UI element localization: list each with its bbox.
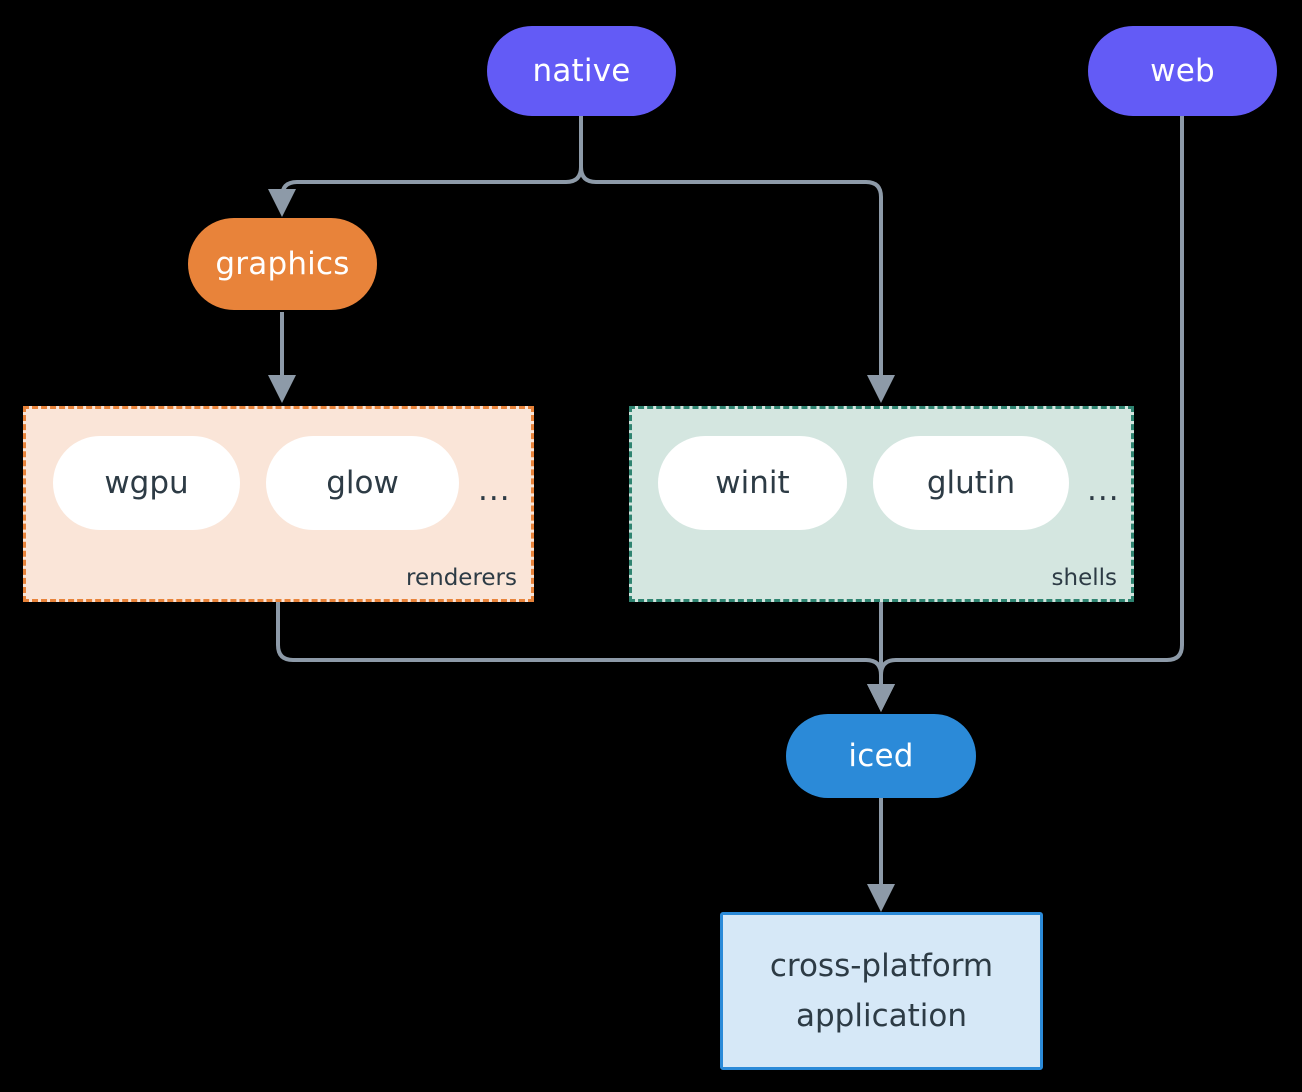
pill-winit-label: winit <box>715 465 790 501</box>
pill-glow[interactable]: glow <box>266 436 459 530</box>
edge-native-to-graphics <box>268 115 583 217</box>
node-iced-label: iced <box>848 737 914 774</box>
pill-glutin[interactable]: glutin <box>873 436 1069 530</box>
pill-glow-label: glow <box>326 465 399 501</box>
renderers-overflow-ellipsis: ... <box>478 472 511 508</box>
cluster-shells-label: shells <box>1051 565 1117 591</box>
pill-glutin-label: glutin <box>926 465 1016 501</box>
edge-native-to-shells <box>579 115 895 403</box>
cluster-renderers-label: renderers <box>406 565 517 591</box>
cluster-shells: winit glutin ... shells <box>629 406 1134 602</box>
pill-wgpu-label: wgpu <box>104 465 189 501</box>
node-graphics[interactable]: graphics <box>188 218 377 310</box>
node-application-label-line2: application <box>796 998 967 1034</box>
node-native[interactable]: native <box>487 26 676 116</box>
node-iced[interactable]: iced <box>786 714 976 798</box>
node-application[interactable]: cross-platform application <box>720 912 1043 1070</box>
cluster-renderers: wgpu glow ... renderers <box>23 406 534 602</box>
node-graphics-label: graphics <box>215 245 350 282</box>
shells-overflow-ellipsis: ... <box>1087 472 1120 508</box>
node-native-label: native <box>532 52 631 89</box>
pill-winit[interactable]: winit <box>658 436 847 530</box>
pill-wgpu[interactable]: wgpu <box>53 436 240 530</box>
node-web[interactable]: web <box>1088 26 1277 116</box>
edge-renderers-to-iced <box>276 602 895 712</box>
node-application-label-line1: cross-platform <box>769 947 994 984</box>
node-web-label: web <box>1150 52 1215 89</box>
